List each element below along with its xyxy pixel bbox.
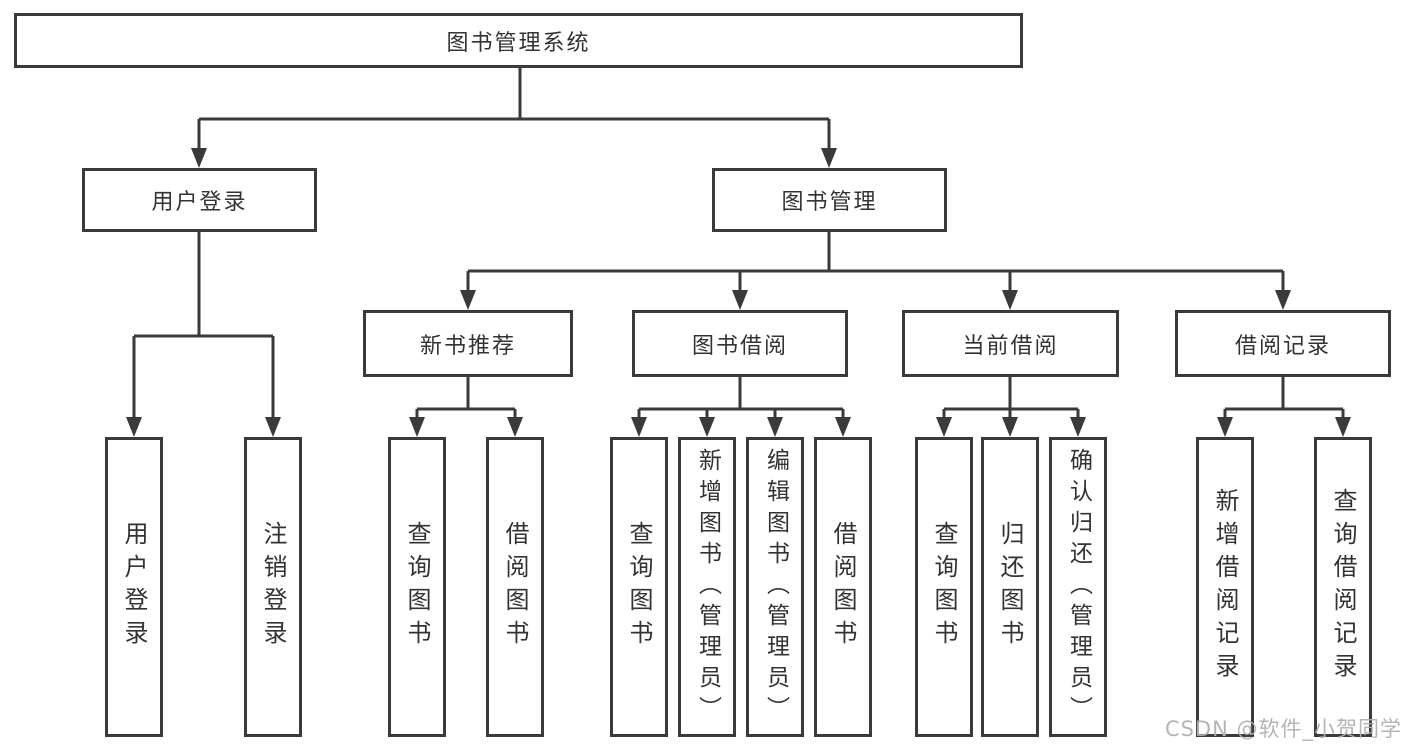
node-borrow-records: 借阅记录: [1175, 310, 1391, 377]
leaf-query-borrow-record: 查询借阅记录: [1314, 437, 1372, 737]
leaf-logout: 注销登录: [244, 437, 302, 737]
leaf-add-book-admin: 新增图书（管理员）: [678, 437, 736, 737]
leaf-query-books-2: 查询图书: [610, 437, 668, 737]
node-root: 图书管理系统: [14, 13, 1023, 68]
node-current-borrow: 当前借阅: [902, 310, 1119, 377]
node-new-book-recommend: 新书推荐: [363, 310, 573, 377]
leaf-confirm-return-admin: 确认归还（管理员）: [1049, 437, 1107, 737]
leaf-add-borrow-record: 新增借阅记录: [1196, 437, 1254, 737]
watermark-text: CSDN @软件_小贺同学: [1164, 717, 1402, 741]
node-book-borrow: 图书借阅: [632, 310, 848, 377]
leaf-return-book: 归还图书: [981, 437, 1039, 737]
node-book-management: 图书管理: [712, 168, 947, 232]
leaf-query-books-1: 查询图书: [388, 437, 446, 737]
leaf-borrow-book-1: 借阅图书: [486, 437, 544, 737]
leaf-user-login: 用户登录: [105, 437, 163, 737]
node-user-login: 用户登录: [82, 168, 317, 232]
leaf-query-books-3: 查询图书: [915, 437, 973, 737]
leaf-edit-book-admin: 编辑图书（管理员）: [746, 437, 804, 737]
leaf-borrow-book-2: 借阅图书: [814, 437, 872, 737]
